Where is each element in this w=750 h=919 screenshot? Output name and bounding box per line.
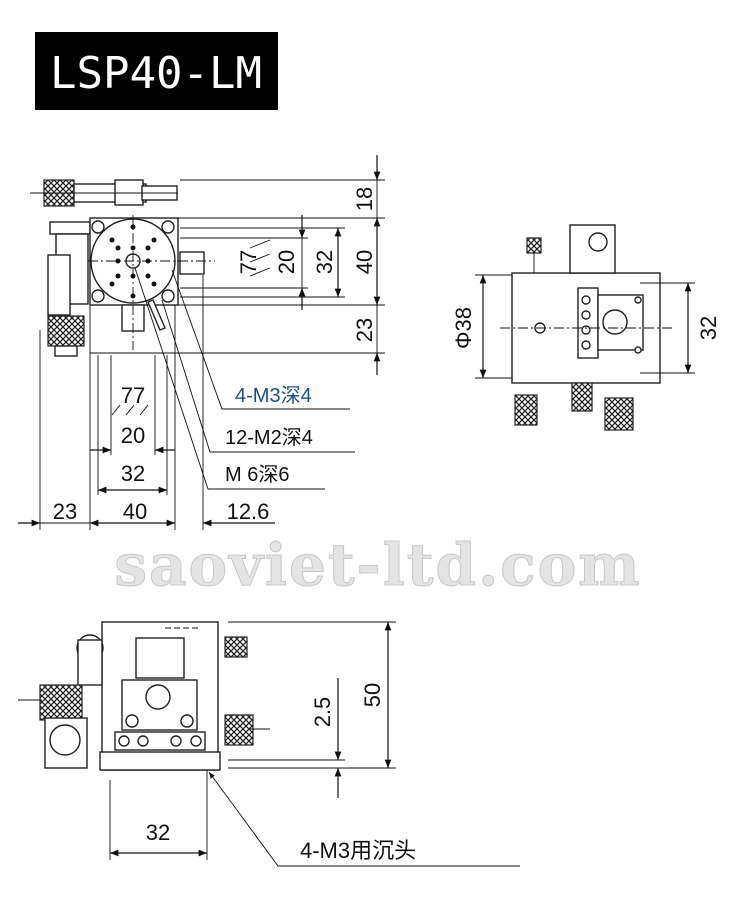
callout-12-m2: 12-M2深4 (225, 426, 313, 449)
callout-4-m3: 4-M3深4 (235, 384, 312, 407)
dim-32-side: 32 (696, 316, 721, 340)
side-view-dimensions: Φ38 32 (451, 274, 721, 379)
title-text: LSP40-LM (50, 48, 262, 99)
dim-phi38: Φ38 (451, 307, 476, 349)
dim-32-front: 32 (146, 820, 170, 845)
dim-40-horizontal: 40 (123, 499, 147, 524)
dim-50: 50 (360, 683, 385, 707)
dim-2-5: 2.5 (310, 697, 335, 728)
dim-23-horizontal: 23 (53, 499, 77, 524)
side-view-part (500, 224, 672, 431)
front-view-part (18, 621, 270, 771)
title-badge: LSP40-LM (35, 32, 278, 110)
dim-20-vertical: 20 (274, 250, 299, 274)
top-view-part (30, 179, 215, 357)
dim-32-horizontal: 32 (121, 461, 145, 486)
top-view-dimensions: 18 40 23 32 20 77 23 40 12.6 32 20 77 4-… (18, 155, 385, 530)
watermark: saoviet-ltd.com (114, 531, 641, 599)
dim-40-vertical: 40 (352, 250, 377, 274)
callout-m6: M 6深6 (225, 463, 289, 486)
dim-23-vertical: 23 (352, 318, 377, 342)
callout-4-m3-countersunk: 4-M3用沉头 (300, 838, 416, 863)
dim-77-horizontal: 77 (121, 383, 145, 408)
dim-18: 18 (352, 187, 377, 211)
dim-12-6: 12.6 (227, 499, 270, 524)
front-view-dimensions: 50 2.5 32 4-M3用沉头 (109, 621, 520, 867)
dim-32-vertical: 32 (312, 250, 337, 274)
dim-20-horizontal: 20 (121, 423, 145, 448)
dim-77-vertical: 77 (236, 250, 261, 274)
